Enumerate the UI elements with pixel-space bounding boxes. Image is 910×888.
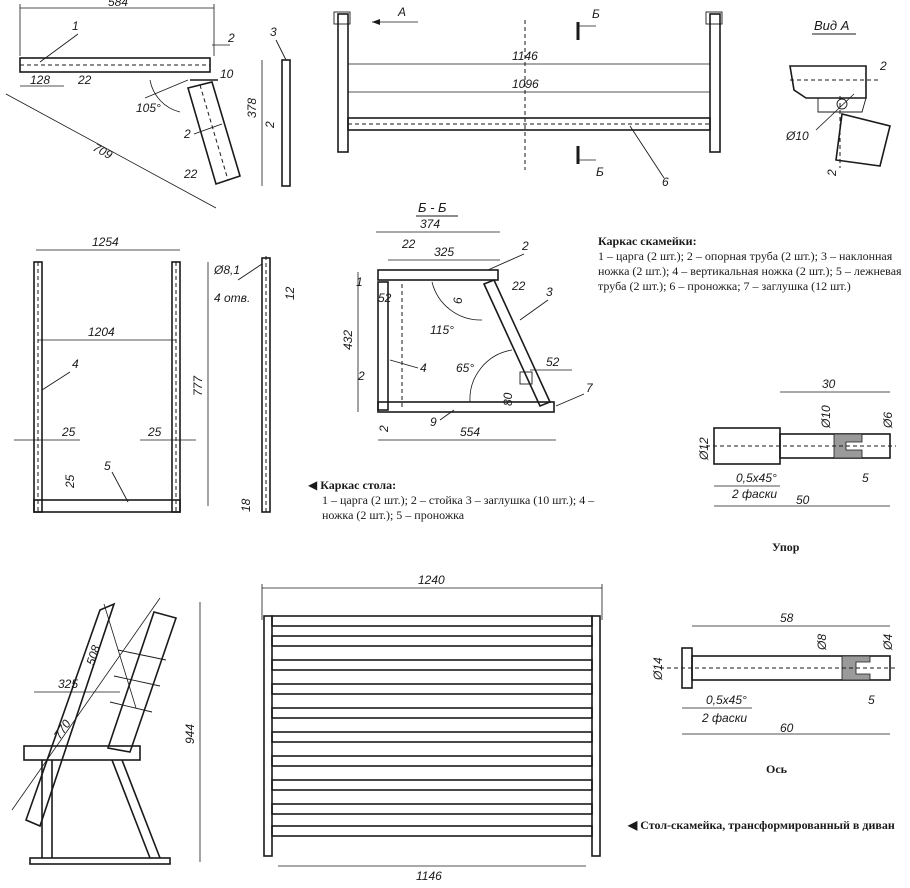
final-caption-wrap: ◀ Стол-скамейка, трансформированный в ди… (628, 818, 904, 833)
part-3a: 3 (270, 25, 277, 39)
dim-22-s2: 22 (511, 279, 526, 293)
dim-1146-top: 1146 (512, 49, 538, 63)
part-4s: 4 (420, 361, 427, 375)
dim-12: 12 (283, 286, 297, 300)
stop-detail: 30 Ø10 Ø6 Ø12 0,5x45° 2 фаски 5 50 (697, 377, 896, 507)
bench-frame-text: 1 – царга (2 шт.); 2 – опорная труба (2 … (598, 249, 902, 293)
axis-title: Ось (766, 762, 788, 776)
dim-584: 584 (108, 0, 128, 9)
dim-1254: 1254 (92, 235, 119, 249)
dim-508: 508 (84, 643, 104, 667)
dim-22-s1: 22 (401, 237, 416, 251)
dim-2b: 2 (263, 121, 277, 129)
dim-944: 944 (183, 724, 197, 744)
dim-d14-axis: Ø14 (651, 657, 665, 681)
triangle-left-icon: ◀ (308, 478, 318, 492)
axis-detail: 58 Ø8 Ø4 Ø14 0,5x45° 2 фаски 5 60 (651, 611, 896, 735)
chamfer2-stop: 2 фаски (731, 487, 777, 501)
dim-325-side: 325 (58, 677, 78, 691)
dim-777: 777 (191, 375, 205, 396)
table-frame-text: 1 – царга (2 шт.); 2 – стойка 3 – заглуш… (322, 493, 595, 522)
dim-60: 60 (780, 721, 794, 735)
dim-10: 10 (220, 67, 234, 81)
dim-554: 554 (460, 425, 480, 439)
dim-25a: 25 (61, 425, 76, 439)
dim-6: 6 (451, 297, 465, 304)
final-caption: Стол-скамейка, трансформированный в дива… (640, 818, 895, 832)
part-2a: 2 (183, 127, 191, 141)
bench-frame-top-view: 1146 1096 A Б Б 6 (333, 5, 723, 189)
table-legs-view: 1254 1204 777 25 25 25 4 5 Ø8,1 4 отв. 1… (14, 235, 297, 514)
assembly-front-view: 1240 1146 (261, 573, 603, 883)
dim-2-va: 2 (879, 59, 887, 73)
chamfer-axis: 0,5x45° (706, 693, 747, 707)
dim-80: 80 (501, 392, 515, 406)
section-b-b-view: Б - Б 374 22 325 52 6 22 432 115° 65° 52… (341, 200, 594, 441)
chamfer-stop: 0,5x45° (736, 471, 777, 485)
dim-25b: 25 (147, 425, 162, 439)
dim-holes: 4 отв. (214, 291, 250, 305)
angle-105: 105° (136, 101, 161, 115)
dim-2-s2: 2 (377, 425, 391, 433)
view-a-title: Вид А (814, 18, 849, 33)
dim-d10-stop: Ø10 (819, 405, 833, 429)
dim-2a: 2 (227, 31, 235, 45)
dim-709: 709 (91, 140, 116, 162)
dim-25c: 25 (63, 474, 77, 489)
dim-d10-va: Ø10 (785, 129, 809, 143)
part-9s: 9 (430, 415, 437, 429)
part-4a: 4 (72, 357, 79, 371)
dim-432: 432 (341, 330, 355, 350)
dim-5-axis: 5 (868, 693, 875, 707)
table-frame-caption: ◀ Каркас стола: 1 – царга (2 шт.); 2 – с… (308, 478, 628, 523)
dim-1240: 1240 (418, 573, 445, 587)
triangle-left-icon: ◀ (628, 818, 638, 832)
angle-65: 65° (456, 361, 474, 375)
dim-2-vb: 2 (825, 169, 839, 177)
part-7s: 7 (586, 381, 594, 395)
dim-2-s1: 2 (357, 369, 365, 383)
dim-d12-stop: Ø12 (697, 437, 711, 461)
dim-22b: 22 (183, 167, 198, 181)
dim-52-s1: 52 (378, 291, 392, 305)
dim-1204: 1204 (88, 325, 115, 339)
dim-d6-stop: Ø6 (881, 412, 895, 429)
dim-52-s2: 52 (546, 355, 560, 369)
dim-58: 58 (780, 611, 794, 625)
dim-128: 128 (30, 73, 50, 87)
dim-325: 325 (434, 245, 454, 259)
dim-5-stop: 5 (862, 471, 869, 485)
dim-1096: 1096 (512, 77, 539, 91)
part-1a: 1 (72, 19, 79, 33)
section-title: Б - Б (418, 200, 447, 215)
dim-d4-axis: Ø4 (881, 634, 895, 651)
section-mark-bottom: Б (596, 165, 604, 179)
view-a-detail: Вид А 2 Ø10 2 (785, 18, 891, 177)
chamfer2-axis: 2 фаски (701, 711, 747, 725)
dim-50: 50 (796, 493, 810, 507)
bench-frame-title: Каркас скамейки: (598, 234, 697, 248)
table-frame-title: Каркас стола: (320, 478, 397, 492)
stop-title: Упор (772, 540, 800, 554)
table-frame-top-view: 584 128 22 2 10 105° 709 22 1 2 378 3 2 (5, 0, 291, 209)
dim-374: 374 (420, 217, 440, 231)
dim-18: 18 (239, 498, 253, 512)
dim-d81: Ø8,1 (213, 263, 240, 277)
dim-d8-axis: Ø8 (815, 634, 829, 651)
dim-30: 30 (822, 377, 836, 391)
part-3s: 3 (546, 285, 553, 299)
dim-22a: 22 (77, 73, 92, 87)
angle-115: 115° (430, 323, 454, 337)
part-1s: 1 (356, 275, 363, 289)
dim-1146-front: 1146 (416, 869, 442, 883)
dim-378: 378 (245, 98, 259, 118)
assembly-side-view: 325 508 770 944 (11, 597, 201, 865)
section-mark-top: Б (592, 7, 600, 21)
view-a-arrow-label: A (397, 5, 406, 19)
part-2s: 2 (521, 239, 529, 253)
part-5a: 5 (104, 459, 111, 473)
bench-frame-caption: Каркас скамейки: 1 – царга (2 шт.); 2 – … (598, 234, 904, 294)
part-6: 6 (662, 175, 669, 189)
